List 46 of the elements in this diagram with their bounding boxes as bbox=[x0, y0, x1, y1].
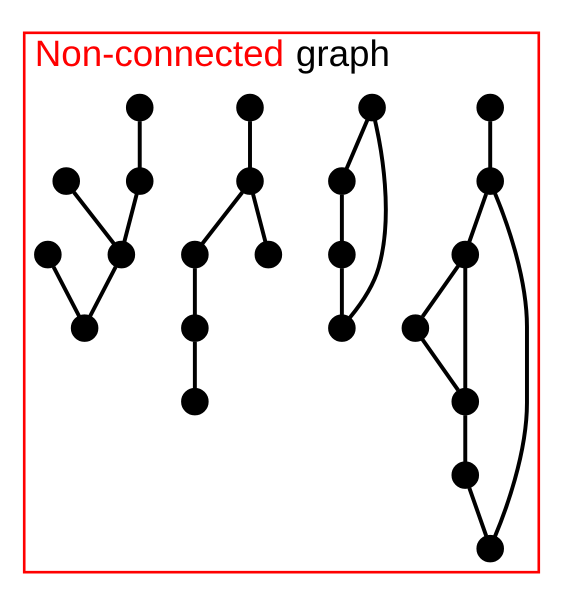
node-circle bbox=[328, 240, 356, 268]
node-circle bbox=[451, 461, 480, 489]
node-circle bbox=[236, 167, 264, 195]
connector bbox=[251, 194, 268, 242]
node-circle bbox=[328, 314, 356, 342]
connector bbox=[52, 266, 81, 317]
connector bbox=[493, 192, 529, 538]
connector bbox=[340, 268, 344, 315]
node-circle bbox=[34, 240, 62, 268]
node-circle bbox=[236, 94, 264, 122]
node-circle bbox=[476, 167, 504, 195]
node-circle bbox=[181, 388, 209, 416]
connector bbox=[348, 120, 388, 319]
connector bbox=[200, 191, 244, 245]
node-circle bbox=[254, 240, 282, 268]
node-circle bbox=[108, 240, 136, 268]
node-circle bbox=[358, 94, 386, 122]
connector bbox=[463, 415, 468, 462]
connector bbox=[138, 121, 142, 168]
node-circle bbox=[181, 314, 209, 342]
connector bbox=[122, 194, 139, 242]
node-circle bbox=[451, 240, 480, 268]
node-circle bbox=[126, 167, 154, 195]
node-circle bbox=[52, 167, 80, 195]
connector bbox=[420, 338, 460, 392]
connector bbox=[463, 268, 468, 388]
node-circle bbox=[476, 534, 504, 562]
node-circle bbox=[451, 388, 480, 416]
connector bbox=[340, 194, 344, 242]
connector bbox=[468, 487, 488, 536]
connector bbox=[192, 268, 197, 315]
connector bbox=[248, 121, 252, 168]
node-circle bbox=[181, 240, 209, 268]
cluster: Non-connected graph bbox=[22, 31, 540, 574]
node-circle bbox=[476, 94, 504, 122]
node-circle bbox=[70, 314, 98, 342]
node-circle bbox=[402, 314, 430, 342]
connector bbox=[88, 266, 118, 317]
connector bbox=[192, 342, 197, 388]
connector bbox=[467, 193, 488, 242]
connector bbox=[72, 191, 116, 245]
node-circle bbox=[126, 94, 154, 122]
node-circle bbox=[328, 167, 356, 195]
connector bbox=[488, 121, 492, 168]
connector bbox=[420, 264, 460, 318]
connector bbox=[344, 119, 370, 170]
